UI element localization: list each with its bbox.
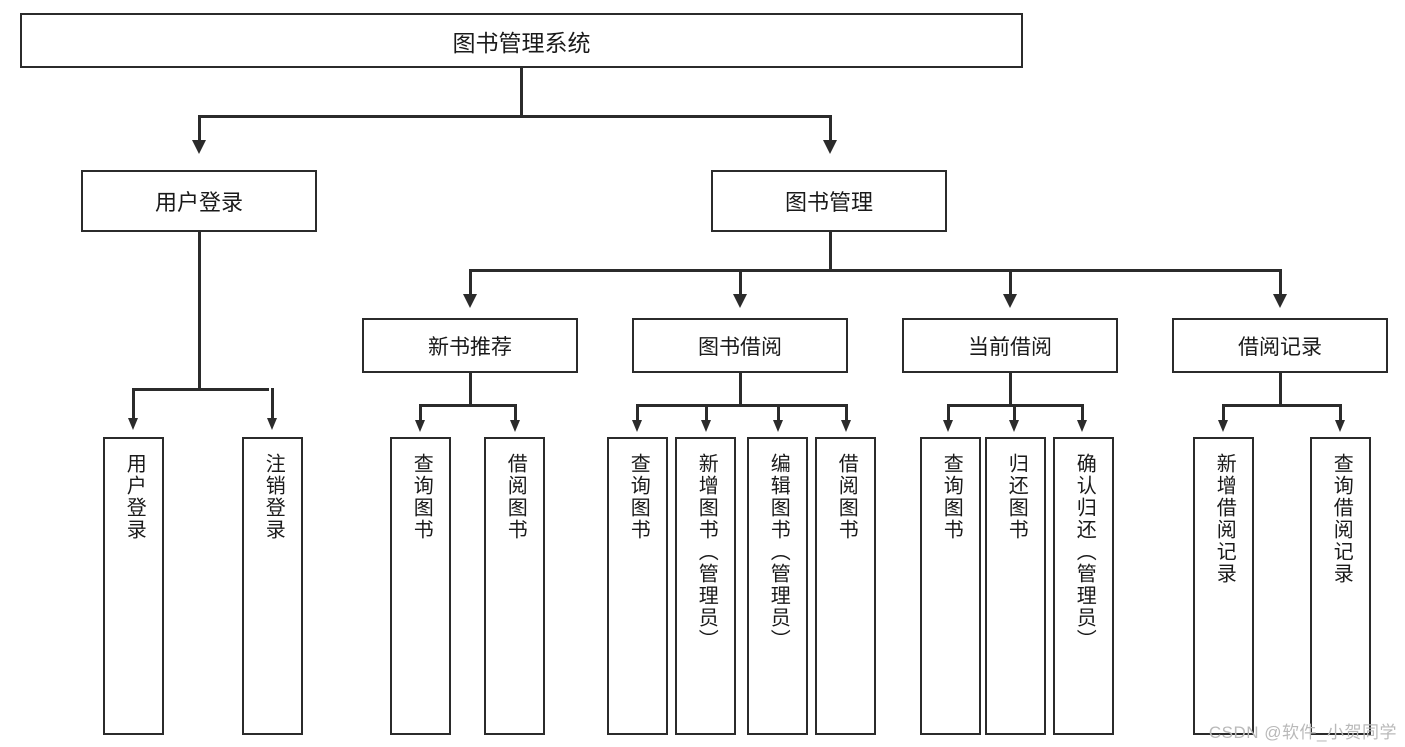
- arrow-root-to-user-login: [192, 140, 206, 154]
- edge-user-login-bus: [132, 388, 269, 391]
- node-leaf-query-book-cur[interactable]: 查询图书: [920, 437, 981, 735]
- edge-bb-to-leaf-4: [845, 404, 848, 426]
- arrow-bm-to-borrow-record: [1273, 294, 1287, 308]
- edge-root-stem: [520, 68, 523, 117]
- node-book-borrow[interactable]: 图书借阅: [632, 318, 848, 373]
- node-leaf-add-record-label: 新增借阅记录: [1213, 453, 1236, 585]
- edge-borrow-record-stem: [1279, 373, 1282, 406]
- edge-root-bus: [198, 115, 832, 118]
- arrow-bb-to-leaf-2: [701, 420, 711, 432]
- edge-book-manage-bus: [469, 269, 1281, 272]
- node-leaf-query-book-rec[interactable]: 查询图书: [390, 437, 451, 735]
- edge-bm-to-current-borrow: [1009, 269, 1012, 301]
- node-user-login[interactable]: 用户登录: [81, 170, 317, 232]
- node-root[interactable]: 图书管理系统: [20, 13, 1023, 68]
- node-leaf-logout-label: 注销登录: [262, 453, 285, 541]
- node-leaf-confirm-return-label: 确认归还（管理员）: [1073, 453, 1096, 651]
- node-leaf-query-book-borrow[interactable]: 查询图书: [607, 437, 668, 735]
- node-leaf-return-book-label: 归还图书: [1005, 453, 1028, 541]
- node-leaf-borrow-book[interactable]: 借阅图书: [815, 437, 876, 735]
- edge-br-to-leaf-2: [1339, 404, 1342, 426]
- node-leaf-add-book-label: 新增图书（管理员）: [695, 453, 718, 651]
- node-leaf-query-book-borrow-label: 查询图书: [627, 453, 650, 541]
- node-borrow-record[interactable]: 借阅记录: [1172, 318, 1388, 373]
- csdn-watermark: CSDN @软件_小贺同学: [1208, 723, 1397, 742]
- node-leaf-query-book-cur-label: 查询图书: [940, 453, 963, 541]
- node-book-manage[interactable]: 图书管理: [711, 170, 947, 232]
- arrow-bb-to-leaf-1: [632, 420, 642, 432]
- edge-bm-to-new-book-rec: [469, 269, 472, 301]
- node-user-login-label: 用户登录: [154, 190, 243, 215]
- node-current-borrow-label: 当前借阅: [968, 335, 1052, 359]
- edge-book-borrow-bus: [636, 404, 848, 407]
- node-leaf-borrow-book-rec[interactable]: 借阅图书: [484, 437, 545, 735]
- arrow-cb-to-leaf-3: [1077, 420, 1087, 432]
- node-leaf-logout[interactable]: 注销登录: [242, 437, 303, 735]
- edge-bb-to-leaf-2: [705, 404, 708, 426]
- edge-new-book-rec-stem: [469, 373, 472, 406]
- edge-book-borrow-stem: [739, 373, 742, 406]
- arrow-bb-to-leaf-4: [841, 420, 851, 432]
- node-leaf-borrow-book-rec-label: 借阅图书: [504, 453, 527, 541]
- arrow-nbr-to-leaf-2: [510, 420, 520, 432]
- edge-bm-to-book-borrow: [739, 269, 742, 301]
- node-leaf-query-book-rec-label: 查询图书: [410, 453, 433, 541]
- edge-cb-to-leaf-1: [947, 404, 950, 426]
- edge-cb-to-leaf-3: [1081, 404, 1084, 426]
- edge-nbr-to-leaf-1: [419, 404, 422, 426]
- edge-current-borrow-bus: [947, 404, 1084, 407]
- node-leaf-user-login[interactable]: 用户登录: [103, 437, 164, 735]
- node-leaf-edit-book-label: 编辑图书（管理员）: [767, 453, 790, 651]
- arrow-bb-to-leaf-3: [773, 420, 783, 432]
- node-leaf-query-record-label: 查询借阅记录: [1330, 453, 1353, 585]
- arrow-bm-to-book-borrow: [733, 294, 747, 308]
- node-new-book-rec[interactable]: 新书推荐: [362, 318, 578, 373]
- edge-cb-to-leaf-2: [1013, 404, 1016, 426]
- node-new-book-rec-label: 新书推荐: [428, 335, 512, 359]
- node-leaf-query-record[interactable]: 查询借阅记录: [1310, 437, 1371, 735]
- node-leaf-return-book[interactable]: 归还图书: [985, 437, 1046, 735]
- arrow-br-to-leaf-2: [1335, 420, 1345, 432]
- edge-bb-to-leaf-1: [636, 404, 639, 426]
- node-book-manage-label: 图书管理: [784, 190, 873, 215]
- edge-user-login-to-leaf-1: [132, 388, 135, 424]
- node-borrow-record-label: 借阅记录: [1238, 335, 1322, 359]
- edge-root-to-user-login: [198, 115, 201, 150]
- node-leaf-confirm-return[interactable]: 确认归还（管理员）: [1053, 437, 1114, 735]
- edge-nbr-to-leaf-2: [514, 404, 517, 426]
- node-leaf-borrow-book-label: 借阅图书: [835, 453, 858, 541]
- arrow-user-login-to-leaf-2: [267, 418, 277, 430]
- arrow-root-to-book-manage: [823, 140, 837, 154]
- arrow-br-to-leaf-1: [1218, 420, 1228, 432]
- node-leaf-edit-book[interactable]: 编辑图书（管理员）: [747, 437, 808, 735]
- arrow-bm-to-current-borrow: [1003, 294, 1017, 308]
- node-book-borrow-label: 图书借阅: [698, 335, 782, 359]
- arrow-cb-to-leaf-1: [943, 420, 953, 432]
- node-current-borrow[interactable]: 当前借阅: [902, 318, 1118, 373]
- edge-bm-to-borrow-record: [1279, 269, 1282, 301]
- edge-bb-to-leaf-3: [777, 404, 780, 426]
- node-leaf-user-login-label: 用户登录: [123, 453, 146, 541]
- edge-user-login-stem: [198, 232, 201, 390]
- edge-user-login-to-leaf-2: [271, 388, 274, 424]
- edge-current-borrow-stem: [1009, 373, 1012, 406]
- arrow-bm-to-new-book-rec: [463, 294, 477, 308]
- node-root-label: 图书管理系统: [452, 29, 591, 56]
- arrow-user-login-to-leaf-1: [128, 418, 138, 430]
- arrow-nbr-to-leaf-1: [415, 420, 425, 432]
- edge-br-to-leaf-1: [1222, 404, 1225, 426]
- node-leaf-add-record[interactable]: 新增借阅记录: [1193, 437, 1254, 735]
- edge-book-manage-stem: [829, 232, 832, 271]
- edge-new-book-rec-bus: [419, 404, 517, 407]
- arrow-cb-to-leaf-2: [1009, 420, 1019, 432]
- node-leaf-add-book[interactable]: 新增图书（管理员）: [675, 437, 736, 735]
- edge-borrow-record-bus: [1222, 404, 1341, 407]
- edge-root-to-book-manage: [829, 115, 832, 150]
